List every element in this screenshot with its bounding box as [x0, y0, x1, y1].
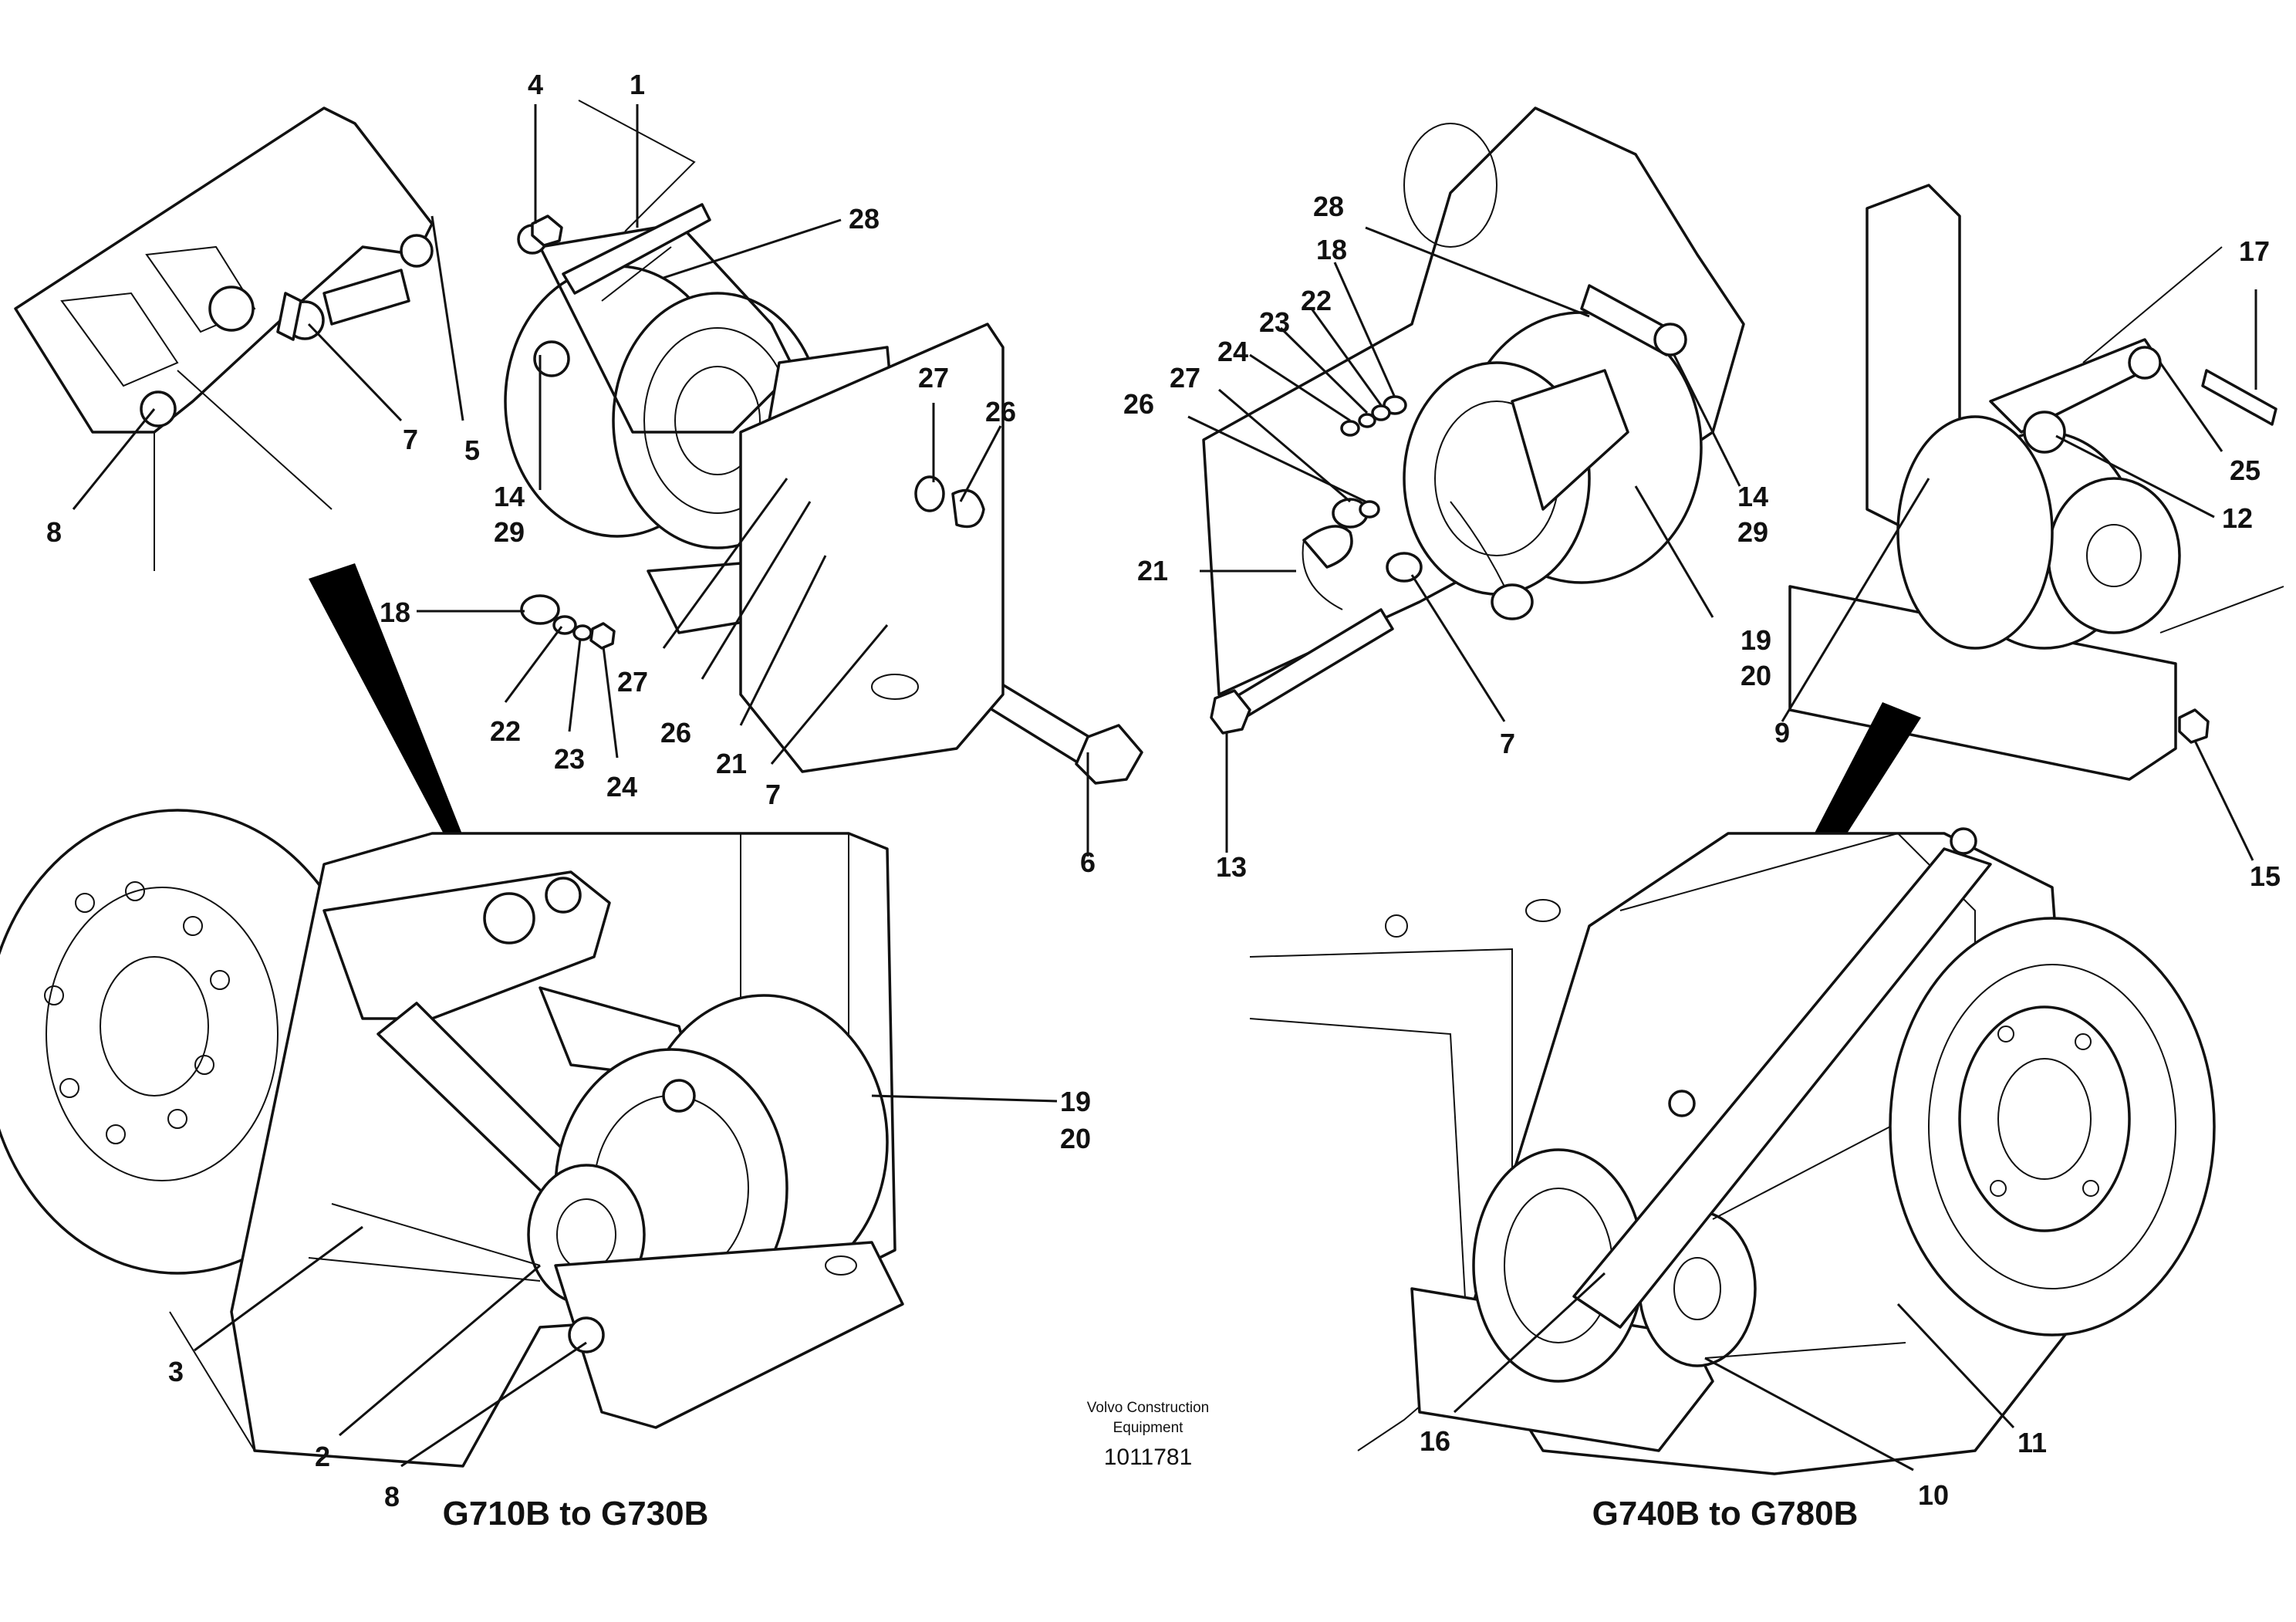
callout-label: 22 — [1301, 285, 1332, 316]
leader-lines — [72, 104, 2257, 1472]
callout-label: 20 — [1060, 1123, 1091, 1154]
long-bolt-right — [1210, 608, 1394, 735]
callout-label: 26 — [1123, 388, 1154, 420]
callout-label: 2 — [315, 1441, 330, 1472]
callout-label: 4 — [528, 69, 543, 100]
manufacturer-credit-line1: Volvo Construction — [1087, 1400, 1209, 1416]
callout-label: 15 — [2250, 860, 2281, 892]
callout-label: 13 — [1216, 851, 1247, 883]
callout-label: 18 — [1316, 234, 1347, 265]
callout-label: 8 — [384, 1481, 400, 1512]
drive-belt-right — [1704, 1126, 1906, 1359]
callout-label: 6 — [1080, 846, 1096, 878]
callout-label: 23 — [1259, 306, 1290, 338]
callout-label: 19 — [1060, 1086, 1091, 1117]
callout-label: 10 — [1918, 1479, 1949, 1511]
callout-label: 25 — [2230, 454, 2261, 486]
callout-label: 16 — [1420, 1425, 1450, 1457]
alternator-installed-left — [527, 994, 904, 1429]
callout-label: 27 — [617, 666, 648, 698]
callout-label: 5 — [464, 434, 480, 466]
callout-label: 18 — [380, 596, 410, 628]
callout-label: 26 — [660, 717, 691, 748]
callout-labels-right: 28 18 22 23 24 27 26 21 13 14 29 19 20 7… — [1123, 191, 2281, 1511]
mounting-bracket-detail — [14, 106, 434, 571]
callout-label: 9 — [1774, 717, 1790, 748]
callout-label: 7 — [403, 424, 418, 455]
callout-labels-left: 4 1 28 27 26 5 7 8 14 29 18 22 23 24 27 … — [46, 69, 1096, 1512]
callout-label: 24 — [606, 771, 637, 803]
callout-label: 12 — [2222, 502, 2253, 534]
alternator-exploded-view-right — [1202, 106, 1745, 696]
left-panel — [0, 100, 1143, 1468]
callout-label: 14 — [494, 481, 525, 512]
callout-label: 21 — [716, 748, 747, 779]
callout-label: 7 — [1500, 728, 1515, 759]
callout-label: 19 — [1741, 624, 1771, 656]
alternator-installed-right — [1410, 827, 1992, 1452]
callout-label: 11 — [2017, 1427, 2047, 1458]
callout-label: 1 — [630, 69, 645, 100]
callout-label: 29 — [1737, 516, 1768, 548]
callout-label: 26 — [985, 396, 1016, 427]
small-washers-nuts — [276, 215, 985, 650]
callout-label: 8 — [46, 516, 62, 548]
callout-label: 27 — [918, 362, 949, 394]
document-number: 1011781 — [1104, 1445, 1193, 1470]
callout-label: 3 — [168, 1356, 184, 1387]
callout-label: 28 — [1313, 191, 1344, 222]
callout-label: 17 — [2239, 235, 2270, 267]
crank-pulley — [1889, 917, 2216, 1336]
callout-label: 21 — [1137, 555, 1168, 586]
callout-label: 22 — [490, 715, 521, 747]
callout-label: 28 — [849, 203, 880, 235]
callout-label: 20 — [1741, 660, 1771, 691]
manufacturer-credit-line2: Equipment — [1113, 1420, 1184, 1436]
callout-label: 14 — [1737, 481, 1768, 512]
callout-label: 23 — [554, 743, 585, 775]
drive-belt-left — [308, 1203, 541, 1282]
right-panel-caption: G740B to G780B — [1592, 1495, 1859, 1532]
callout-label: 27 — [1170, 362, 1200, 394]
right-panel — [1202, 106, 2284, 1475]
left-panel-caption: G710B to G730B — [443, 1495, 709, 1532]
callout-label: 24 — [1217, 336, 1248, 367]
callout-label: 29 — [494, 516, 525, 548]
alternator-bracket-right — [1788, 184, 2284, 781]
callout-label: 7 — [765, 779, 781, 810]
